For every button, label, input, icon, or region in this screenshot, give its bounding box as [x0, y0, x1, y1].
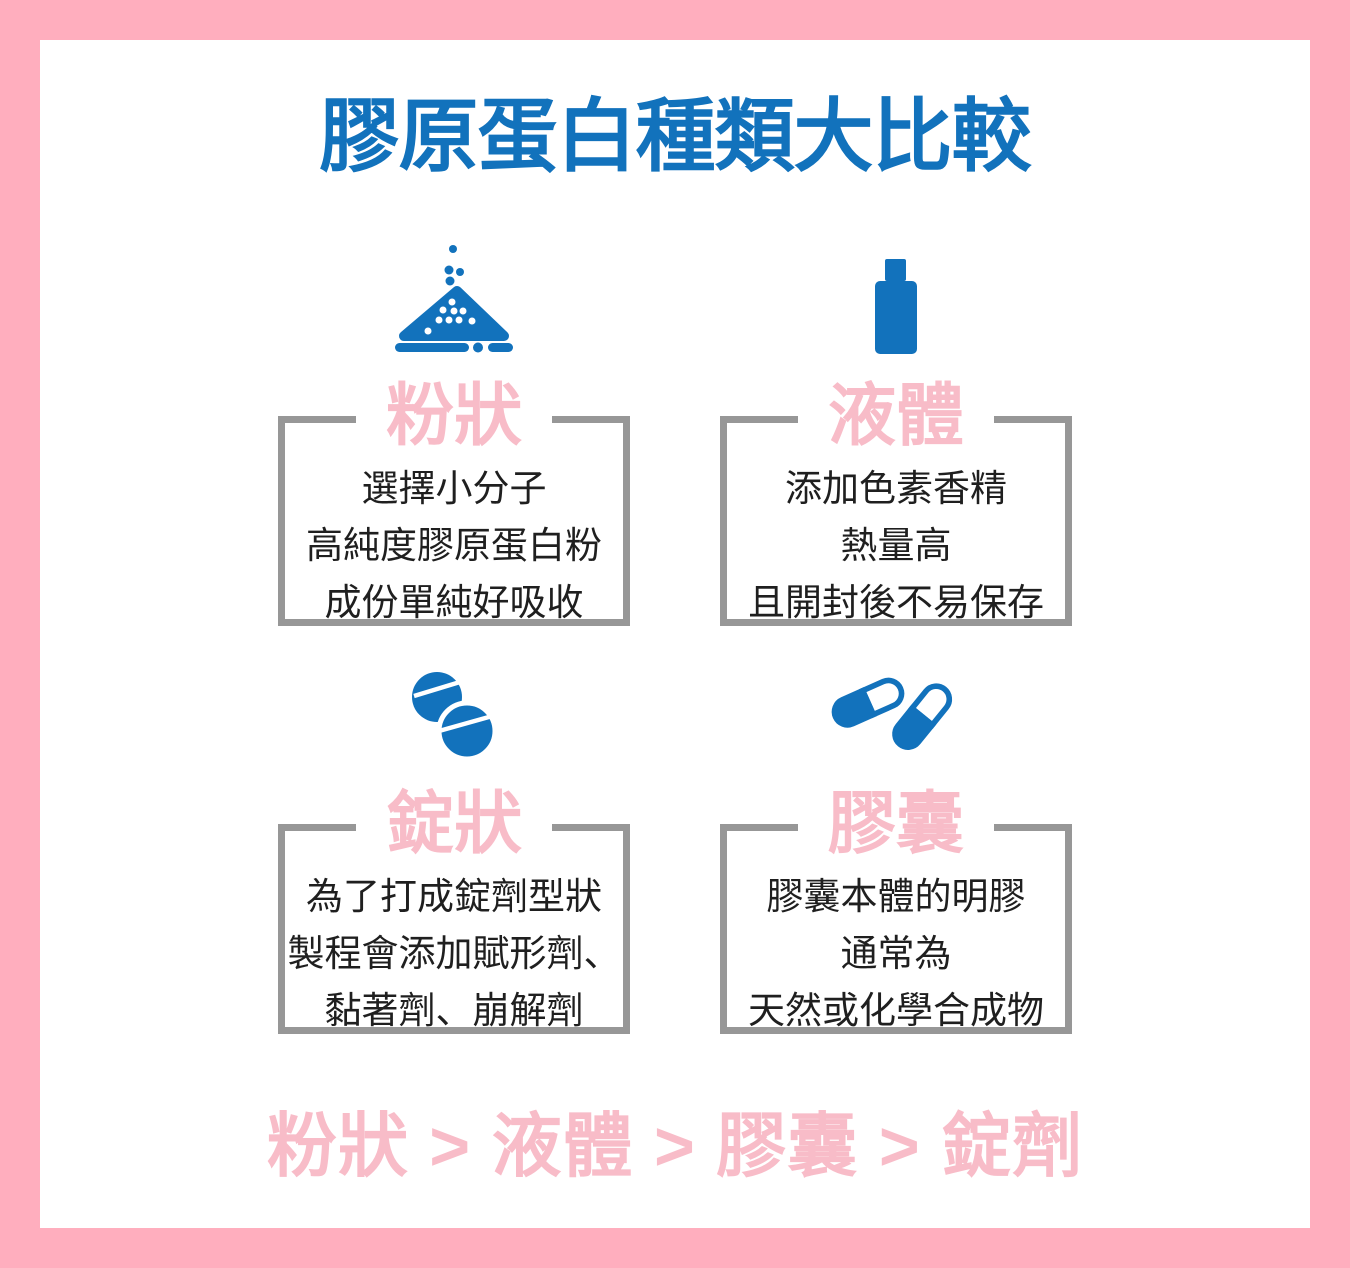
card-liquid: 液體 添加色素香精 熱量高 且開封後不易保存 — [720, 242, 1072, 627]
description-box-liquid: 添加色素香精 熱量高 且開封後不易保存 — [720, 416, 1072, 627]
card-tablet: 錠狀 為了打成錠劑型狀 製程會添加賦形劑、 黏著劑、崩解劑 — [278, 650, 630, 1035]
description-line: 天然或化學合成物 — [748, 990, 1044, 1032]
description-line: 膠囊本體的明膠 — [766, 876, 1026, 918]
card-heading-liquid: 液體 — [827, 378, 964, 455]
description-line: 通常為 — [840, 933, 952, 975]
powder-icon-area — [278, 242, 630, 354]
description-line: 成份單純好吸收 — [324, 582, 584, 624]
bottle-icon — [875, 259, 917, 355]
description-line: 添加色素香精 — [785, 468, 1007, 510]
card-heading-powder: 粉狀 — [385, 378, 522, 455]
ranking-text: 粉狀 > 液體 > 膠囊 > 錠劑 — [266, 1107, 1084, 1186]
tablets-icon — [412, 672, 498, 762]
description-line: 為了打成錠劑型狀 — [306, 876, 602, 918]
description-line: 高純度膠原蛋白粉 — [306, 525, 602, 567]
liquid-icon-area — [720, 242, 1072, 355]
powder-pile-icon — [395, 245, 513, 353]
description-box-powder: 選擇小分子 高純度膠原蛋白粉 成份單純好吸收 — [278, 416, 630, 627]
description-line: 且開封後不易保存 — [748, 582, 1044, 624]
infographic-canvas: 膠原蛋白種類大比較 — [40, 40, 1310, 1228]
card-powder: 粉狀 選擇小分子 高純度膠原蛋白粉 成份單純好吸收 — [278, 242, 630, 627]
card-heading-capsule: 膠囊 — [827, 786, 964, 863]
card-heading-tablet: 錠狀 — [385, 786, 522, 863]
description-box-capsule: 膠囊本體的明膠 通常為 天然或化學合成物 — [720, 824, 1072, 1035]
page-title: 膠原蛋白種類大比較 — [319, 92, 1032, 181]
description-line: 黏著劑、崩解劑 — [324, 990, 584, 1032]
capsules-icon — [831, 678, 953, 751]
description-line: 選擇小分子 — [361, 468, 547, 510]
capsule-icon-area — [720, 650, 1072, 762]
description-line: 熱量高 — [840, 525, 952, 567]
comparison-grid: 粉狀 選擇小分子 高純度膠原蛋白粉 成份單純好吸收 液體 添加色素香精 — [40, 242, 1310, 1035]
description-line: 製程會添加賦形劑、 — [287, 933, 621, 975]
tablet-icon-area — [278, 650, 630, 762]
description-box-tablet: 為了打成錠劑型狀 製程會添加賦形劑、 黏著劑、崩解劑 — [278, 824, 630, 1035]
card-capsule: 膠囊 膠囊本體的明膠 通常為 天然或化學合成物 — [720, 650, 1072, 1035]
